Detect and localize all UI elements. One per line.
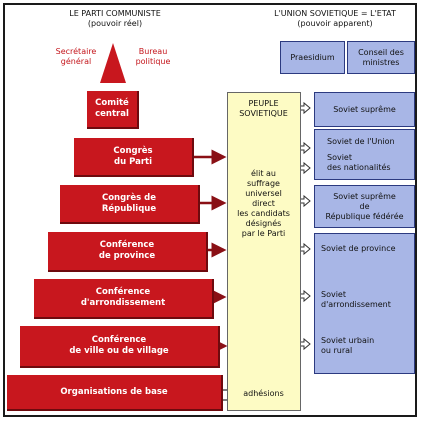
soviet-union-label: Soviet de l'Union — [327, 137, 395, 146]
pyramid-apex — [100, 43, 126, 83]
label-secretaire-general: Secrétaire général — [55, 47, 97, 66]
praesidium-label: Praesidium — [290, 53, 335, 62]
tier-congres-parti: Congrès du Parti — [74, 138, 194, 177]
adhesions-label: adhésions — [243, 389, 284, 398]
tier-congres-republique: Congrès de République — [60, 185, 200, 224]
soviet-province-label: Soviet de province — [321, 244, 396, 253]
soviets-locaux-box: Soviet de province Soviet d'arrondisseme… — [314, 233, 415, 374]
conseil-ministres-box: Conseil des ministres — [347, 41, 415, 74]
soviet-supreme-box: Soviet suprême — [314, 92, 415, 127]
label-bureau-politique: Bureau politique — [135, 47, 171, 66]
peuple-election-text: élit au suffrage universel direct les ca… — [237, 169, 290, 238]
state-title: L'UNION SOVIETIQUE = L'ETAT — [274, 9, 396, 18]
soviet-chambers-box: Soviet de l'Union Soviet des nationalité… — [314, 129, 415, 180]
tier-comite-central: Comité central — [87, 91, 139, 129]
party-title: LE PARTI COMMUNISTE — [69, 9, 161, 18]
peuple-sovietique-box: PEUPLE SOVIETIQUE élit au suffrage unive… — [227, 92, 301, 411]
praesidium-box: Praesidium — [280, 41, 345, 74]
peuple-title: PEUPLE SOVIETIQUE — [239, 99, 288, 118]
soviet-nationalities-label: Soviet des nationalités — [327, 153, 391, 172]
tier-conference-arrondissement: Conférence d'arrondissement — [34, 279, 214, 319]
tier-conference-ville: Conférence de ville ou de village — [20, 326, 220, 368]
conseil-ministres-label: Conseil des ministres — [358, 47, 404, 67]
soviet-supreme-label: Soviet suprême — [333, 105, 396, 114]
tier-organisations-base: Organisations de base — [7, 375, 223, 411]
soviet-arrondissement-label: Soviet d'arrondissement — [321, 290, 391, 309]
tier-conference-province: Conférence de province — [48, 232, 208, 272]
party-subtitle: (pouvoir réel) — [87, 19, 143, 28]
soviet-republique-box: Soviet suprême de République fédérée — [314, 185, 415, 228]
soviet-republique-label: Soviet suprême de République fédérée — [325, 191, 404, 221]
soviet-urbain-label: Soviet urbain ou rural — [321, 336, 375, 355]
state-header: L'UNION SOVIETIQUE = L'ETAT (pouvoir app… — [255, 9, 415, 29]
party-header: LE PARTI COMMUNISTE (pouvoir réel) — [30, 9, 200, 29]
state-subtitle: (pouvoir apparent) — [297, 19, 373, 28]
